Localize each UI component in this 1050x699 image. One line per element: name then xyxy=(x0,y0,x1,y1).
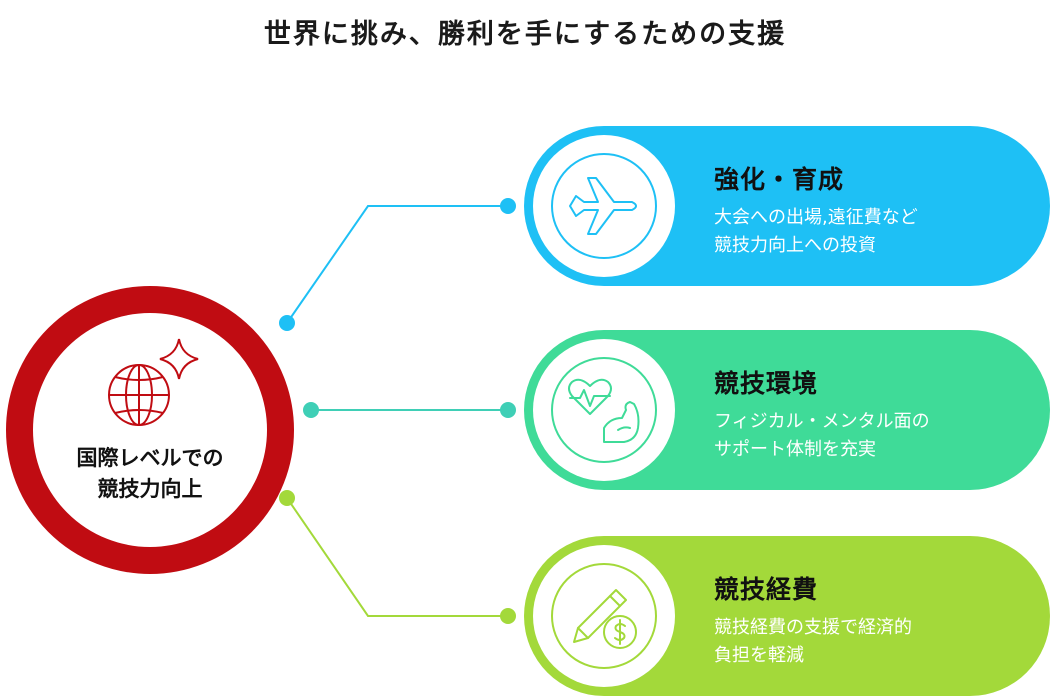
globe-sparkle-icon xyxy=(108,338,199,426)
pill-title: 強化・育成 xyxy=(714,165,845,194)
hub-label: 国際レベルでの 競技力向上 xyxy=(33,443,267,505)
hub-label-line: 競技力向上 xyxy=(97,477,203,501)
pill-desc-line: サポート体制を充実 xyxy=(714,439,876,460)
icon-ring xyxy=(551,563,657,669)
icon-ring xyxy=(551,357,657,463)
pill-expenses: 競技経費 競技経費の支援で経済的 負担を軽減 xyxy=(524,536,1050,696)
airplane-icon xyxy=(569,177,637,235)
pill-title: 競技経費 xyxy=(714,575,819,604)
pill-environment: 競技環境 フィジカル・メンタル面の サポート体制を充実 xyxy=(524,330,1050,490)
pill-desc-line: 大会への出場,遠征費など xyxy=(714,207,918,228)
pencil-coin-icon xyxy=(573,589,637,649)
pill-title: 競技環境 xyxy=(714,369,819,398)
connector-end-dot xyxy=(500,608,516,624)
pill-description: 競技経費の支援で経済的 負担を軽減 xyxy=(714,614,912,670)
connector-strengthen xyxy=(279,198,516,331)
icon-badge xyxy=(533,545,675,687)
pill-strengthen: 強化・育成 大会への出場,遠征費など 競技力向上への投資 xyxy=(524,126,1050,286)
connector-expenses xyxy=(279,490,516,624)
pill-desc-line: 競技力向上への投資 xyxy=(714,235,876,256)
hub-label-line: 国際レベルでの xyxy=(76,446,224,470)
pill-desc-line: 競技経費の支援で経済的 xyxy=(714,617,912,638)
connector-end-dot xyxy=(500,198,516,214)
hub-circle: 国際レベルでの 競技力向上 xyxy=(6,286,294,574)
icon-badge xyxy=(533,135,675,277)
pill-desc-line: 負担を軽減 xyxy=(714,645,804,666)
pill-description: 大会への出場,遠征費など 競技力向上への投資 xyxy=(714,204,918,260)
icon-badge xyxy=(533,339,675,481)
pill-description: フィジカル・メンタル面の サポート体制を充実 xyxy=(714,408,930,464)
heart-muscle-icon xyxy=(568,378,640,443)
connector-environment xyxy=(303,402,516,418)
connector-start-dot xyxy=(279,490,295,506)
connector-start-dot xyxy=(303,402,319,418)
pill-desc-line: フィジカル・メンタル面の xyxy=(714,411,930,432)
connector-start-dot xyxy=(279,315,295,331)
connector-end-dot xyxy=(500,402,516,418)
icon-ring xyxy=(551,153,657,259)
page-title: 世界に挑み、勝利を手にするための支援 xyxy=(263,19,787,50)
